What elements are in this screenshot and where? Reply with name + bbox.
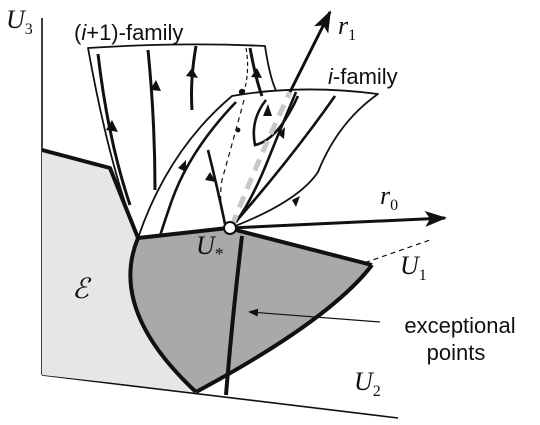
flowline bbox=[231, 95, 337, 227]
exceptional-pointer bbox=[248, 308, 381, 323]
arrow-mark bbox=[278, 127, 285, 139]
flowline bbox=[96, 53, 132, 206]
flowline bbox=[252, 95, 300, 147]
region-e bbox=[42, 150, 196, 392]
flowline bbox=[190, 45, 198, 111]
label-u2: U2 bbox=[354, 367, 381, 400]
flowline bbox=[146, 49, 157, 191]
arrow-mark bbox=[150, 80, 161, 91]
label-r1: r1 bbox=[338, 11, 356, 44]
arrow-mark bbox=[186, 68, 198, 78]
small-point bbox=[235, 127, 241, 133]
label-u-star: U* bbox=[196, 231, 224, 264]
r1-vector bbox=[288, 10, 332, 93]
label-u1: U1 bbox=[400, 251, 427, 284]
arrow-mark bbox=[292, 196, 300, 207]
label-family-i-plus-1: (i+1)-family bbox=[74, 20, 183, 45]
arrow-mark bbox=[178, 160, 186, 172]
label-family-i: i-family bbox=[328, 64, 398, 89]
u-star-point bbox=[223, 221, 237, 235]
arrow-mark bbox=[106, 120, 118, 132]
separatrix-dashed-i bbox=[220, 99, 245, 226]
separatrix-dashed-i-plus-1 bbox=[243, 47, 249, 93]
label-points: points bbox=[427, 340, 486, 365]
arrow-mark bbox=[263, 104, 272, 116]
flowline bbox=[158, 101, 237, 237]
u2-axis bbox=[41, 374, 399, 419]
flowline-arrows-i-plus-1 bbox=[106, 68, 262, 132]
arrow-mark bbox=[251, 68, 262, 78]
r1-trace-dashed bbox=[229, 90, 293, 227]
flowline bbox=[234, 91, 298, 223]
label-r0: r0 bbox=[380, 181, 398, 214]
r0-vector bbox=[229, 210, 447, 230]
label-u3: U3 bbox=[6, 5, 33, 38]
label-region-e: ℰ bbox=[72, 274, 92, 305]
label-exceptional: exceptional bbox=[404, 313, 515, 338]
region-edges bbox=[41, 148, 374, 396]
arrow-mark bbox=[205, 172, 216, 182]
flowline-arrows-i bbox=[178, 104, 300, 207]
equilibrium-point bbox=[238, 88, 246, 96]
